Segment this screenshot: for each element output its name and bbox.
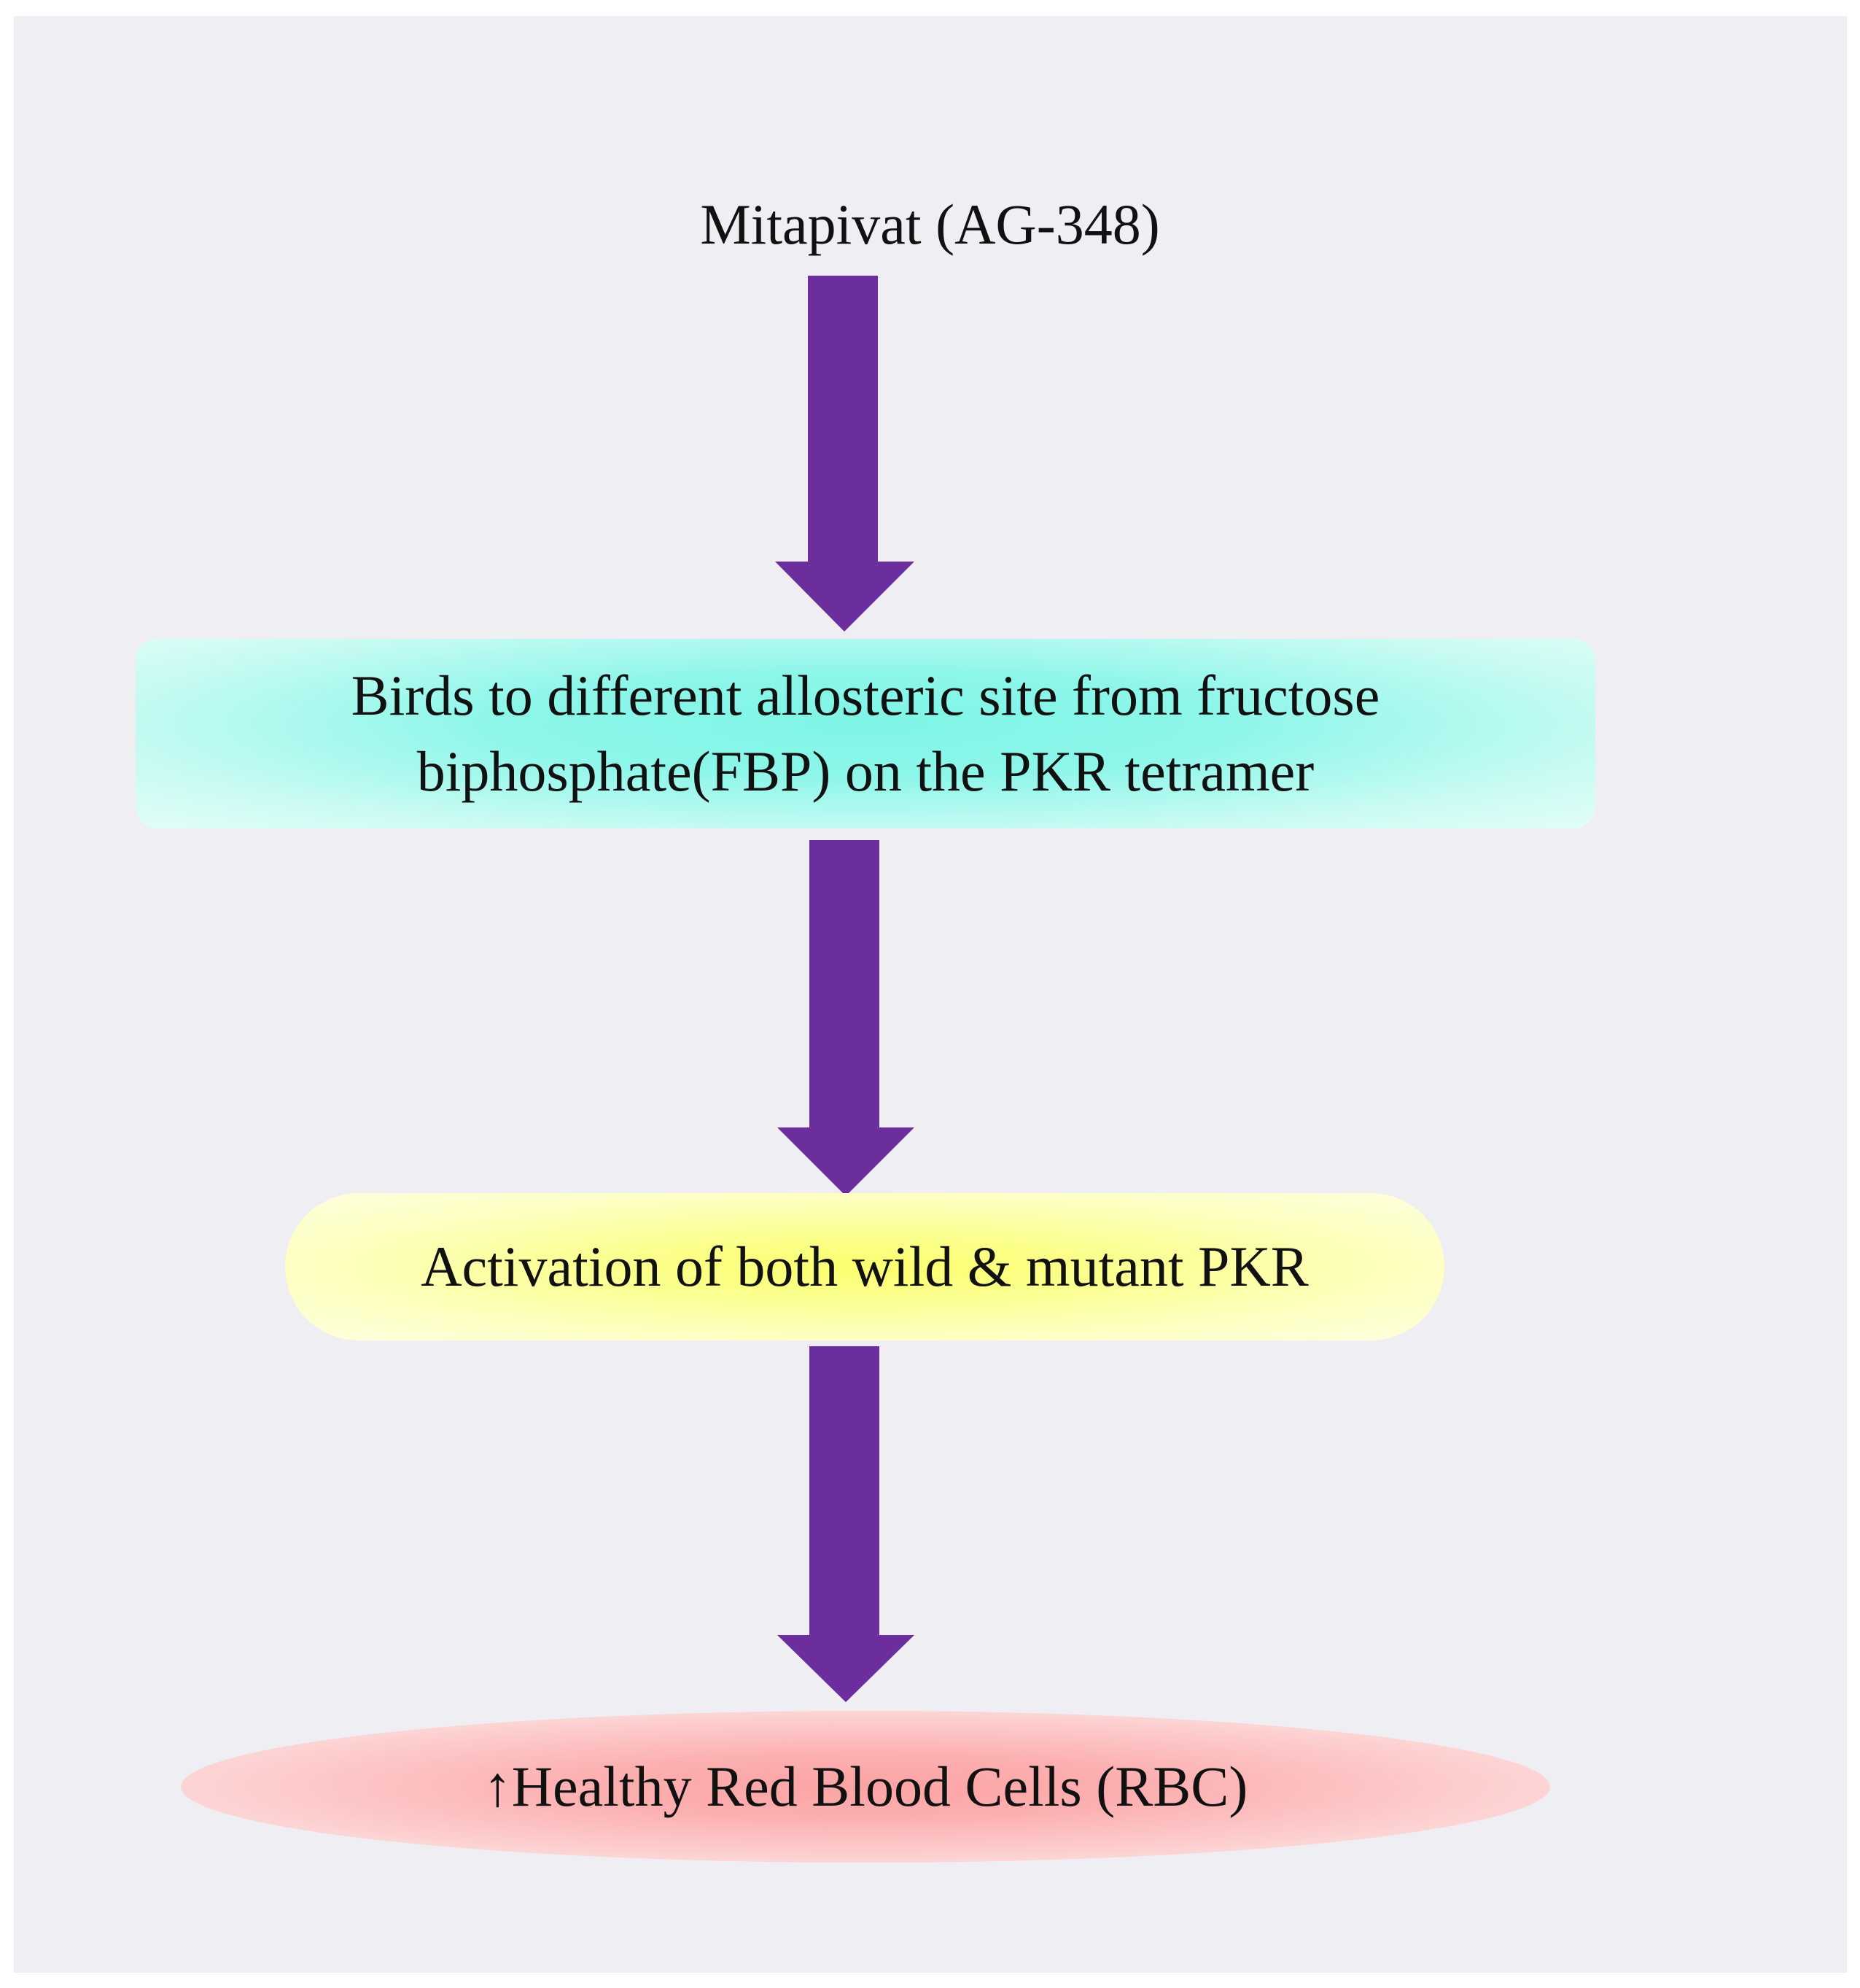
arrow-3	[777, 1346, 914, 1702]
diagram-panel	[14, 16, 1847, 1973]
step-binding-box: Birds to different allosteric site from …	[136, 639, 1595, 828]
step-outcome-box: ↑Healthy Red Blood Cells (RBC)	[181, 1711, 1550, 1863]
arrow-1	[775, 276, 914, 632]
step-binding-line-2: biphosphate(FBP) on the PKR tetramer	[416, 739, 1315, 803]
arrow-2	[777, 840, 914, 1196]
step-activation-box: Activation of both wild & mutant PKR	[285, 1193, 1444, 1340]
step-outcome-text: ↑Healthy Red Blood Cells (RBC)	[483, 1755, 1248, 1818]
step-binding-line-1: Birds to different allosteric site from …	[351, 664, 1380, 727]
step-binding-text: Birds to different allosteric site from …	[351, 658, 1380, 809]
step-activation-text: Activation of both wild & mutant PKR	[421, 1235, 1309, 1298]
start-label: Mitapivat (AG-348)	[700, 193, 1160, 256]
